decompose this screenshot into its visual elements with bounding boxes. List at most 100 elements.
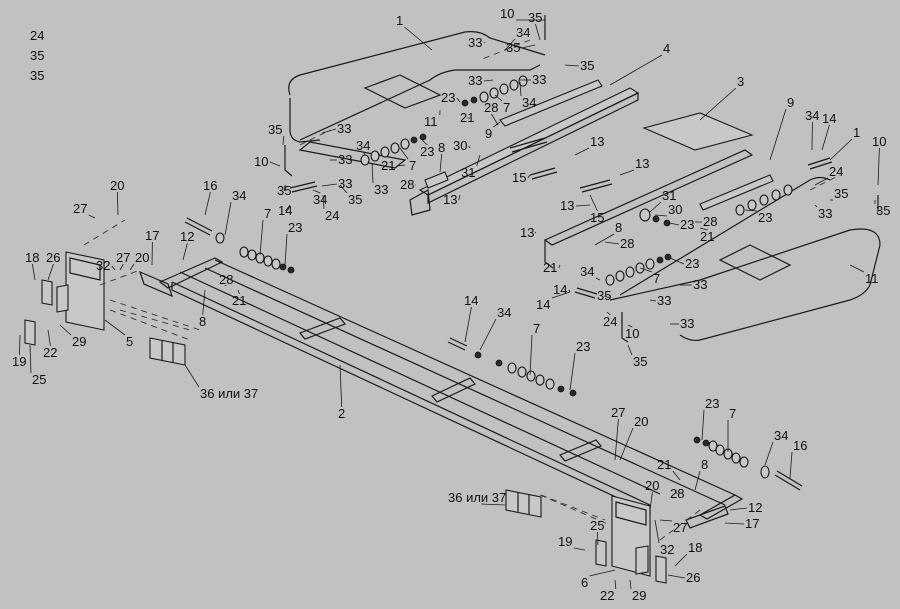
callout-c33e: 33 — [330, 152, 352, 167]
callout-leader-line — [202, 289, 206, 316]
callout-label: 34 — [805, 108, 819, 123]
callout-label: 23 — [758, 210, 772, 225]
callout-leader-line — [224, 201, 232, 236]
callout-c7d: 7 — [639, 267, 660, 286]
callout-leader-line — [569, 352, 576, 391]
callout-c35a: 35 — [268, 122, 285, 146]
callout-label: 24 — [325, 208, 339, 223]
callout-label: 27 — [116, 250, 130, 265]
callout-label: 14 — [464, 293, 478, 308]
callout-c36b: 36 или 37 — [448, 490, 506, 506]
callout-c31b: 31 — [649, 188, 676, 213]
callout-leader-line — [619, 169, 635, 176]
callout-leader-line — [604, 241, 620, 245]
callout-label: 7 — [264, 206, 271, 221]
callout-label: 33 — [680, 316, 694, 331]
callout-c27a: 27 — [73, 201, 96, 219]
callout-c35i: 35 — [874, 200, 890, 218]
callout-c33a: 33 — [321, 121, 351, 136]
callout-leader-line — [399, 147, 409, 160]
callout-label: 7 — [653, 271, 660, 286]
callout-label: 24 — [603, 314, 617, 329]
callout-leader-line — [664, 221, 680, 226]
callout-label: 33 — [374, 182, 388, 197]
callout-c14e: 14 — [536, 291, 571, 312]
callout-c7a: 7 — [259, 206, 271, 256]
callout-label: 35 — [876, 203, 890, 218]
callout-leader-line — [639, 267, 653, 273]
callout-c7e: 7 — [529, 321, 540, 376]
callout-c23f: 23 — [569, 339, 590, 391]
callout-c28f: 28 — [670, 486, 684, 501]
callout-leader-line — [117, 191, 119, 216]
callout-leader-line — [119, 263, 124, 271]
callout-label: 34 — [516, 25, 530, 40]
callout-leader-line — [606, 311, 611, 316]
callout-label: 30 — [453, 138, 467, 153]
callout-c9b: 9 — [769, 95, 794, 161]
callout-label: 33 — [337, 121, 351, 136]
callout-c26b: 26 — [667, 570, 700, 585]
callout-label: 35 — [268, 122, 282, 137]
callout-leader-line — [629, 579, 632, 590]
callout-label: 32 — [96, 258, 110, 273]
callout-label: 16 — [203, 178, 217, 193]
callout-c35e: 35 — [506, 40, 536, 55]
callout-label: 5 — [126, 334, 133, 349]
callout-c28d: 28 — [604, 236, 634, 251]
callout-leader-line — [111, 265, 116, 271]
callout-leader-line — [284, 233, 288, 266]
callout-c7c: 7 — [494, 94, 510, 115]
callout-leader-line — [182, 242, 188, 261]
callout-label: 13 — [560, 198, 574, 213]
callout-c26a: 26 — [46, 250, 60, 281]
callout-label: 28 — [670, 486, 684, 501]
callout-leader-line — [439, 153, 443, 173]
callout-label: 29 — [632, 588, 646, 603]
right-panel-part-3 — [543, 112, 774, 269]
callout-leader-line — [494, 94, 503, 102]
callout-label: 36 или 37 — [448, 490, 506, 505]
callout-label: 25 — [32, 372, 46, 387]
callout-label: 33 — [818, 206, 832, 221]
callout-leader-line — [493, 121, 501, 128]
callout-leader-line — [504, 38, 516, 51]
callout-c35c: 35 — [339, 184, 362, 207]
callout-leader-line — [519, 81, 522, 97]
right-light-bracket — [539, 494, 701, 584]
callout-label: 24 — [30, 28, 44, 43]
callout-c22b: 22 — [600, 579, 617, 603]
callout-label: 35 — [277, 183, 291, 198]
callout-label: 34 — [497, 305, 511, 320]
callout-label: 14 — [822, 111, 836, 126]
callout-label: 35 — [30, 48, 44, 63]
callout-label: 8 — [701, 457, 708, 472]
callout-c2: 2 — [338, 364, 345, 421]
callout-c29a: 29 — [59, 324, 86, 349]
callout-c21c: 21 — [460, 110, 474, 125]
callout-label: 35 — [528, 10, 542, 25]
callout-label: 10 — [254, 154, 268, 169]
callout-c1b: 1 — [829, 125, 860, 161]
callout-c33b: 33 — [468, 35, 486, 50]
callout-leader-line — [789, 451, 793, 479]
callout-label: 28 — [484, 100, 498, 115]
callout-leader-line — [701, 409, 705, 441]
callout-label: 7 — [409, 158, 416, 173]
callout-c14c: 14 — [821, 111, 836, 151]
callout-leader-line — [285, 204, 291, 212]
callout-label: 22 — [600, 588, 614, 603]
callout-c9a: 9 — [485, 121, 501, 141]
callout-label: 8 — [438, 140, 445, 155]
callout-label: 35 — [633, 354, 647, 369]
callout-label: 11 — [865, 271, 879, 286]
callout-c1a: 1 — [396, 13, 433, 51]
callout-label: 34 — [580, 264, 594, 279]
callout-label: 35 — [506, 40, 520, 55]
callout-label: 9 — [485, 126, 492, 141]
callout-label: 21 — [657, 457, 671, 472]
callout-leader-line — [32, 263, 36, 281]
callout-c34a: 34 — [224, 188, 246, 236]
callout-label: 18 — [688, 540, 702, 555]
callout-c10c: 10 — [625, 324, 639, 341]
